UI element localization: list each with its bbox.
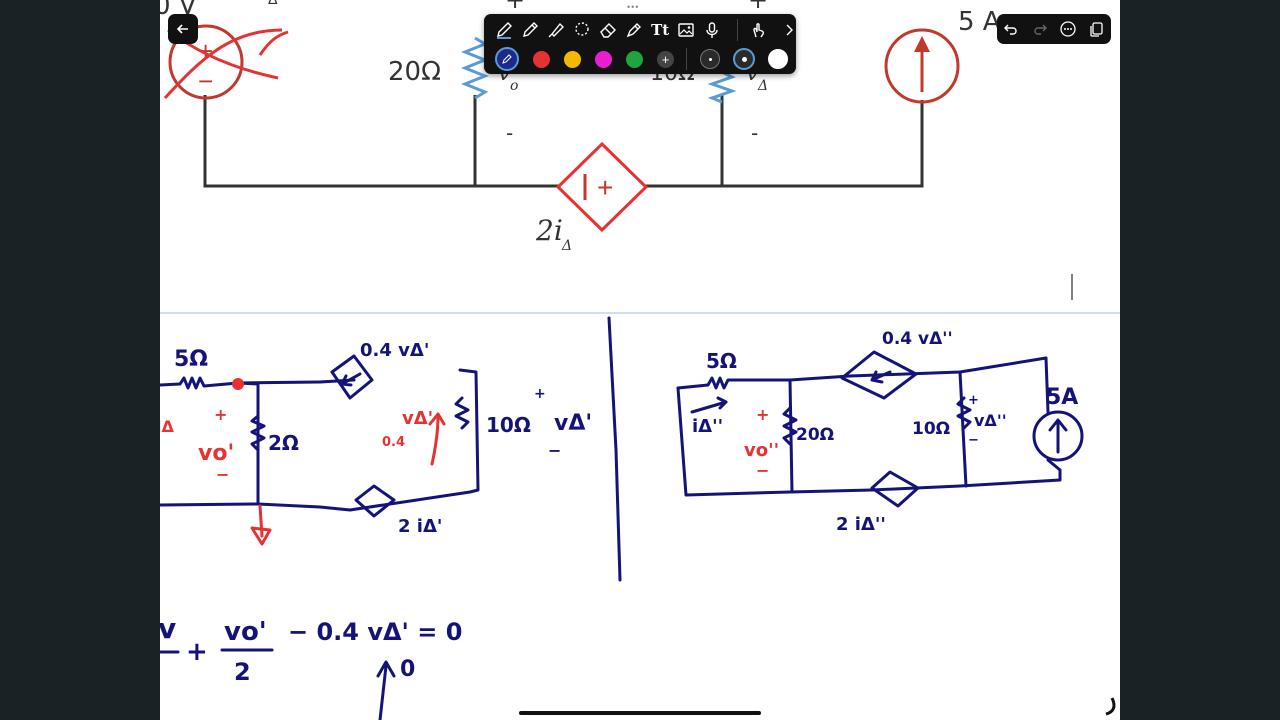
vs-plus: +	[198, 36, 213, 66]
right-vdelta-minus: −	[968, 433, 979, 448]
vs-minus: −	[198, 66, 213, 96]
eq-frac-num: vo'	[224, 617, 267, 647]
red-minus: −	[216, 465, 229, 484]
left-r2: 2Ω	[268, 431, 299, 455]
chevron-right-icon[interactable]	[777, 17, 802, 43]
drawing-toolbar: Tt +	[484, 14, 796, 74]
right-r5: 5Ω	[706, 349, 737, 373]
highlighter-icon[interactable]	[543, 17, 568, 43]
right-vdelta: vΔ''	[974, 411, 1007, 430]
right-vdelta-plus: +	[968, 393, 979, 408]
stroke-size-medium[interactable]	[733, 48, 755, 70]
pen-icon[interactable]	[491, 17, 516, 43]
current-source-icon	[884, 28, 960, 104]
eq-rest: − 0.4 vΔ' = 0	[288, 618, 462, 646]
canvas[interactable]: + − 0 V Δ 5 A + 2i Δ 20Ω v o + - 10Ω v Δ…	[160, 0, 1120, 720]
right-idelta: iΔ''	[692, 416, 723, 437]
red-vo: vo'	[198, 441, 234, 466]
color-yellow-swatch[interactable]	[564, 50, 581, 68]
left-dep-i: 2 iΔ'	[398, 516, 442, 537]
image-icon[interactable]	[674, 17, 699, 43]
right-vo-plus: +	[756, 405, 769, 424]
eq-zero-note: 0	[400, 657, 415, 682]
text-tool-icon[interactable]: Tt	[651, 21, 670, 39]
arrow-left-icon	[176, 24, 188, 34]
left-vdelta-plus: +	[534, 386, 546, 402]
right-r20: 20Ω	[796, 425, 834, 445]
vdelta-minus: -	[751, 121, 758, 145]
right-current-label: 5A	[1046, 385, 1078, 410]
right-dep-i: 2 iΔ''	[836, 514, 886, 535]
right-sketch: 0.4 vΔ'' 5Ω iΔ'' + vo'' − 20Ω 10Ω vΔ'' +…	[676, 329, 1084, 535]
vdelta-sub: Δ	[757, 78, 768, 94]
vo-sub: o	[510, 78, 518, 94]
dep-source-label: 2i	[535, 214, 563, 247]
dep-source-sub: Δ	[561, 238, 572, 254]
stroke-size-large[interactable]	[768, 49, 788, 69]
right-vo-minus: −	[756, 461, 769, 480]
color-green-swatch[interactable]	[626, 50, 643, 68]
eraser-icon[interactable]	[595, 17, 620, 43]
notes-page[interactable]: + − 0 V Δ 5 A + 2i Δ 20Ω v o + - 10Ω v Δ…	[160, 0, 1120, 720]
resistor-20-icon	[460, 36, 490, 100]
voltage-source-icon	[168, 24, 244, 100]
eq-frac-den: 2	[234, 658, 251, 686]
lasso-icon[interactable]	[569, 17, 594, 43]
more-icon[interactable]	[1059, 20, 1077, 38]
stroke-size-small[interactable]	[700, 49, 720, 69]
undo-icon[interactable]	[1002, 20, 1020, 38]
touch-draw-icon[interactable]	[746, 17, 771, 43]
vo-minus: -	[506, 121, 513, 145]
pen-mini-icon	[502, 54, 512, 64]
red-vdelta: vΔ'	[402, 408, 433, 429]
resistor-10-icon	[707, 70, 737, 104]
sketch-separator	[607, 316, 622, 582]
right-r10: 10Ω	[912, 419, 950, 439]
redo-icon[interactable]	[1031, 20, 1049, 38]
left-vdelta-minus: −	[548, 441, 561, 460]
pages-icon[interactable]	[1088, 20, 1106, 38]
eq-plus: +	[186, 637, 208, 667]
vo-plus: +	[505, 0, 525, 14]
delta-partial-label: Δ	[268, 0, 278, 8]
strike-mark-icon	[163, 28, 283, 100]
eq-term1: v	[160, 612, 176, 645]
pen-color-swatch[interactable]	[495, 47, 519, 71]
left-sketch: 5Ω 0.4 vΔ' 2Ω 10Ω vΔ' + − 2 iΔ' + vo' − …	[160, 340, 592, 546]
marker-icon[interactable]	[621, 17, 646, 43]
color-red-swatch[interactable]	[533, 50, 550, 68]
current-source-label: 5 A	[958, 7, 1001, 37]
left-r10: 10Ω	[486, 413, 531, 437]
kcl-equation: v + vo' 2 − 0.4 vΔ' = 0 0	[160, 612, 462, 720]
dep-plus: +	[597, 172, 613, 203]
add-color-button[interactable]: +	[657, 50, 674, 68]
pencil-icon[interactable]	[517, 17, 542, 43]
vdelta-plus: +	[748, 0, 768, 14]
red-coef: 0.4	[382, 435, 405, 450]
red-idelta: iΔ	[160, 417, 174, 436]
home-indicator[interactable]	[519, 711, 761, 715]
right-vo: vo''	[744, 440, 779, 461]
left-dep-v: 0.4 vΔ'	[360, 340, 429, 361]
left-vdelta: vΔ'	[554, 411, 592, 436]
right-current-source-icon	[1032, 410, 1084, 462]
history-toolbar	[997, 14, 1111, 44]
left-r5: 5Ω	[174, 347, 208, 372]
right-dep-v: 0.4 vΔ''	[882, 329, 953, 349]
back-button[interactable]	[168, 14, 198, 44]
r20-label: 20Ω	[388, 57, 441, 87]
page-corner-mark	[1105, 697, 1116, 716]
color-magenta-swatch[interactable]	[595, 50, 612, 68]
red-plus: +	[214, 405, 227, 424]
microphone-icon[interactable]	[700, 17, 725, 43]
toolbar-grabber[interactable]: •••	[627, 2, 640, 12]
dependent-source-icon	[555, 141, 649, 233]
node-dot-icon	[232, 378, 244, 390]
